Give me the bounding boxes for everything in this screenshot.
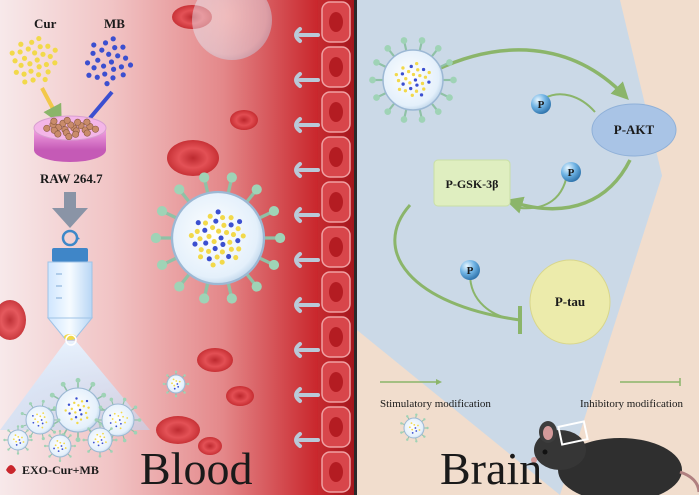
blood-label: Blood: [140, 443, 252, 494]
inhib-legend-label: Inhibitory modification: [580, 398, 683, 410]
exo-legend: [6, 465, 16, 474]
phospho-tau: P: [460, 260, 480, 280]
p-to-akt: [544, 93, 596, 113]
p-to-tau: [469, 273, 521, 321]
brain-beam-cut: [620, 0, 699, 330]
petri-dish: [33, 115, 107, 162]
cur-arrow: [40, 87, 62, 126]
cell-line-label: RAW 264.7: [40, 171, 103, 186]
curcumin-particles: [9, 35, 58, 85]
arrow-exo-to-akt: [435, 48, 629, 100]
node-p-tau-label: P-tau: [555, 294, 585, 309]
node-p-tau: [529, 259, 611, 345]
brain-label: Brain: [440, 443, 542, 494]
phospho-akt: P: [531, 94, 551, 114]
phospho-gsk: P: [561, 162, 581, 182]
legend-exosome-icon: [400, 413, 429, 443]
arrow-akt-to-gsk: [505, 159, 632, 214]
mouse-illustration: [531, 420, 699, 495]
mb-particles: [84, 36, 134, 87]
svg-text:P: P: [538, 99, 545, 111]
node-p-gsk: [433, 159, 511, 207]
svg-text:P: P: [568, 167, 575, 179]
svg-text:P: P: [467, 265, 474, 277]
panel-divider: [354, 0, 357, 495]
node-p-akt: [591, 103, 677, 157]
right-exosome: [369, 37, 457, 123]
centrifuge-icon: [61, 229, 80, 247]
inhibit-gsk-to-tau: [393, 204, 521, 322]
node-p-akt-label: P-AKT: [614, 122, 655, 137]
centrifuge-tube: [46, 248, 94, 341]
mb-arrow: [88, 90, 114, 120]
endothelial-cells: [321, 1, 351, 493]
process-arrow: [52, 192, 88, 228]
cur-label: Cur: [34, 16, 57, 31]
faded-exosome: [192, 0, 272, 60]
mb-label: MB: [104, 16, 125, 31]
exosomes: [3, 172, 286, 463]
red-blood-cells: [0, 5, 258, 455]
receptor-row: [294, 27, 320, 448]
stim-legend-label: Stimulatory modification: [380, 398, 491, 410]
exo-legend-label: EXO-Cur+MB: [22, 463, 99, 477]
node-p-gsk-label: P-GSK-3β: [446, 177, 499, 191]
